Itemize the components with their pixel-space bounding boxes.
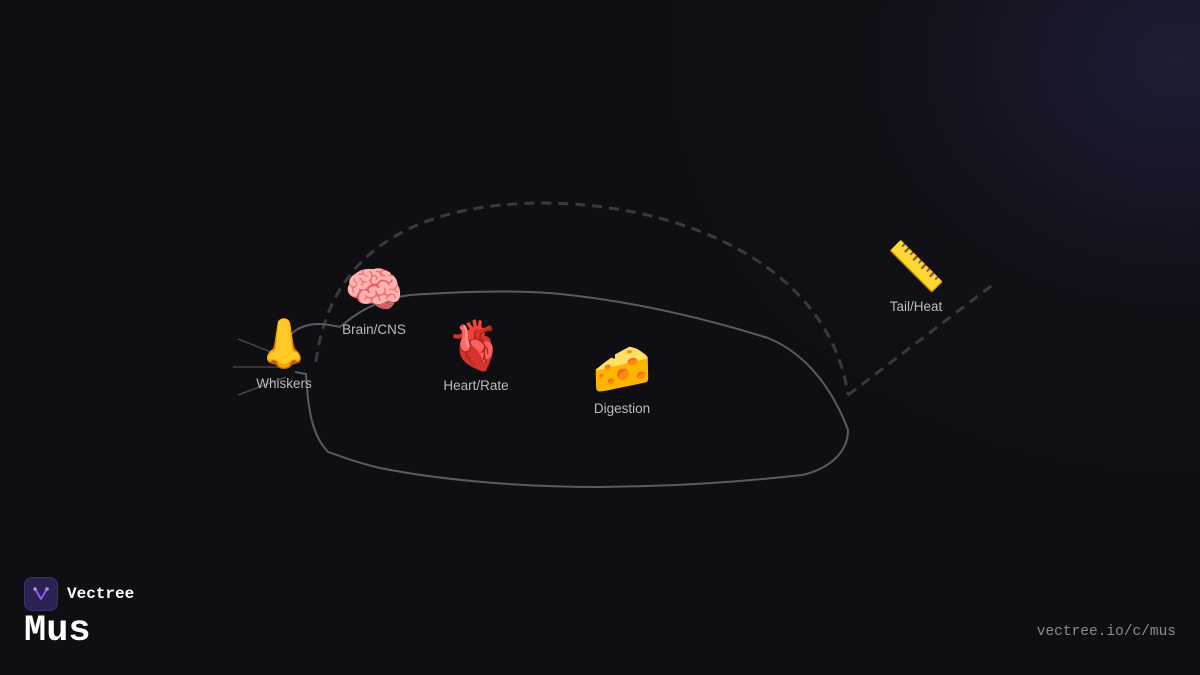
ruler-icon: 📏 (886, 239, 946, 295)
vectree-logo-icon (24, 577, 58, 611)
cheese-icon: 🧀 (592, 341, 652, 397)
brand[interactable]: Vectree (24, 577, 134, 611)
organ-brain: 🧠 Brain/CNS (342, 266, 406, 337)
whisker-line (237, 376, 287, 396)
organ-tail: 📏 Tail/Heat (886, 243, 946, 314)
organ-label: Tail/Heat (889, 299, 943, 314)
brain-icon: 🧠 (344, 262, 404, 318)
organ-label: Digestion (593, 401, 651, 416)
body-outline (294, 290, 850, 489)
whisker-line (237, 338, 287, 359)
tail-line (847, 281, 996, 397)
organ-label: Whiskers (256, 376, 312, 391)
organ-label: Heart/Rate (443, 378, 509, 393)
page-title: Mus (24, 610, 91, 652)
organ-whiskers: 👃 Whiskers (254, 320, 314, 391)
anatomical-heart-icon: 🫀 (446, 318, 506, 374)
nose-icon: 👃 (254, 316, 314, 372)
brand-name: Vectree (67, 585, 135, 603)
snout-outline (284, 323, 341, 349)
organ-label: Brain/CNS (342, 322, 406, 337)
source-url[interactable]: vectree.io/c/mus (1036, 624, 1176, 640)
organ-digestion: 🧀 Digestion (592, 345, 652, 416)
organ-heart: 🫀 Heart/Rate (443, 322, 508, 393)
